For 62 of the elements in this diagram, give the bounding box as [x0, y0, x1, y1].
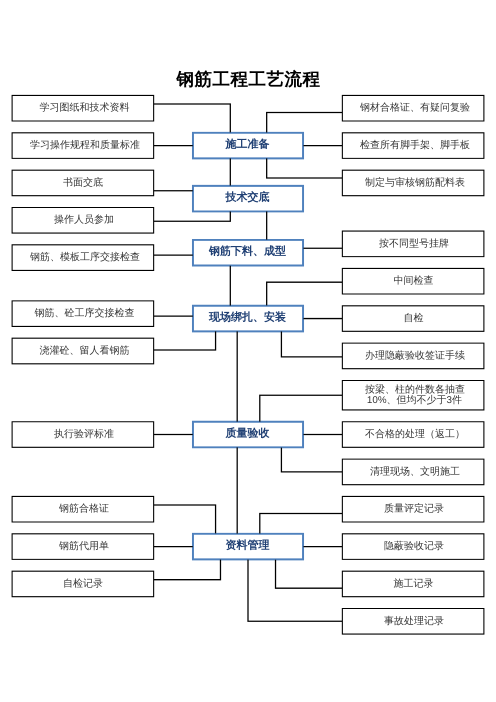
connector — [154, 315, 193, 317]
node-box: 技术交底 — [192, 184, 304, 212]
node-box: 不合格的处理（返工） — [342, 421, 484, 448]
connector — [303, 318, 342, 320]
node-box: 钢筋代用单 — [12, 533, 154, 560]
node-box: 中间检查 — [342, 268, 484, 295]
connector — [274, 560, 342, 589]
node-box: 钢筋合格证 — [12, 496, 154, 523]
node-box: 制定与审核钢筋配料表 — [342, 170, 484, 196]
connector — [236, 331, 238, 422]
node-box: 按不同型号挂牌 — [342, 230, 484, 258]
node-box: 执行验评标准 — [12, 421, 154, 448]
connector — [280, 332, 342, 358]
node-box: 操作人员参加 — [12, 206, 154, 234]
connector — [303, 546, 342, 548]
node-box: 事故处理记录 — [342, 608, 484, 635]
connector — [303, 434, 342, 436]
connector — [230, 266, 231, 306]
node-box: 质量评定记录 — [342, 496, 484, 523]
node-box: 学习操作规程和质量标准 — [12, 132, 154, 159]
connector — [266, 211, 268, 240]
node-box: 钢筋、模板工序交接检查 — [12, 244, 154, 271]
node-box: 钢材合格证、有疑问复验 — [342, 94, 484, 122]
node-box: 检查所有脚手架、脚手板 — [342, 132, 484, 159]
connector — [247, 560, 342, 622]
diagram-title: 钢筋工程工艺流程 — [176, 69, 321, 90]
node-box: 施工准备 — [192, 132, 304, 160]
connector — [154, 103, 231, 132]
node-box: 钢筋、砼工序交接检查 — [12, 300, 154, 327]
node-box: 学习图纸和技术资料 — [12, 94, 154, 122]
connector — [230, 158, 231, 186]
connector — [154, 190, 193, 192]
connector — [236, 447, 238, 534]
node-box: 施工记录 — [342, 570, 484, 598]
node-box: 按梁、柱的件数各抽查10%、但均不少于3件 — [342, 380, 484, 411]
connector — [154, 504, 216, 534]
connector — [154, 254, 193, 256]
node-box: 资料管理 — [192, 532, 304, 560]
connector — [154, 212, 231, 222]
node-box: 现场绑扎、安装 — [192, 304, 304, 332]
connector — [266, 282, 342, 306]
node-box: 清理现场、文明施工 — [342, 458, 484, 486]
connector — [154, 144, 193, 146]
connector — [154, 434, 193, 436]
node-box: 钢筋下料、成型 — [192, 238, 304, 266]
connector — [259, 512, 342, 534]
node-box: 办理隐蔽验收签证手续 — [342, 342, 484, 370]
connector — [154, 560, 222, 580]
connector — [303, 144, 342, 146]
node-box: 浇灌砼、留人看钢筋 — [12, 338, 154, 364]
node-box: 书面交底 — [12, 170, 154, 196]
node-box: 自检 — [342, 305, 484, 332]
node-box: 质量验收 — [192, 420, 304, 448]
connector — [266, 158, 342, 179]
connector — [154, 331, 216, 351]
connector — [303, 248, 342, 249]
connector — [266, 112, 342, 132]
node-box: 自检记录 — [12, 570, 154, 598]
connector — [154, 546, 193, 548]
connector — [259, 394, 342, 422]
connector — [280, 448, 342, 473]
node-box: 隐蔽验收记录 — [342, 533, 484, 560]
